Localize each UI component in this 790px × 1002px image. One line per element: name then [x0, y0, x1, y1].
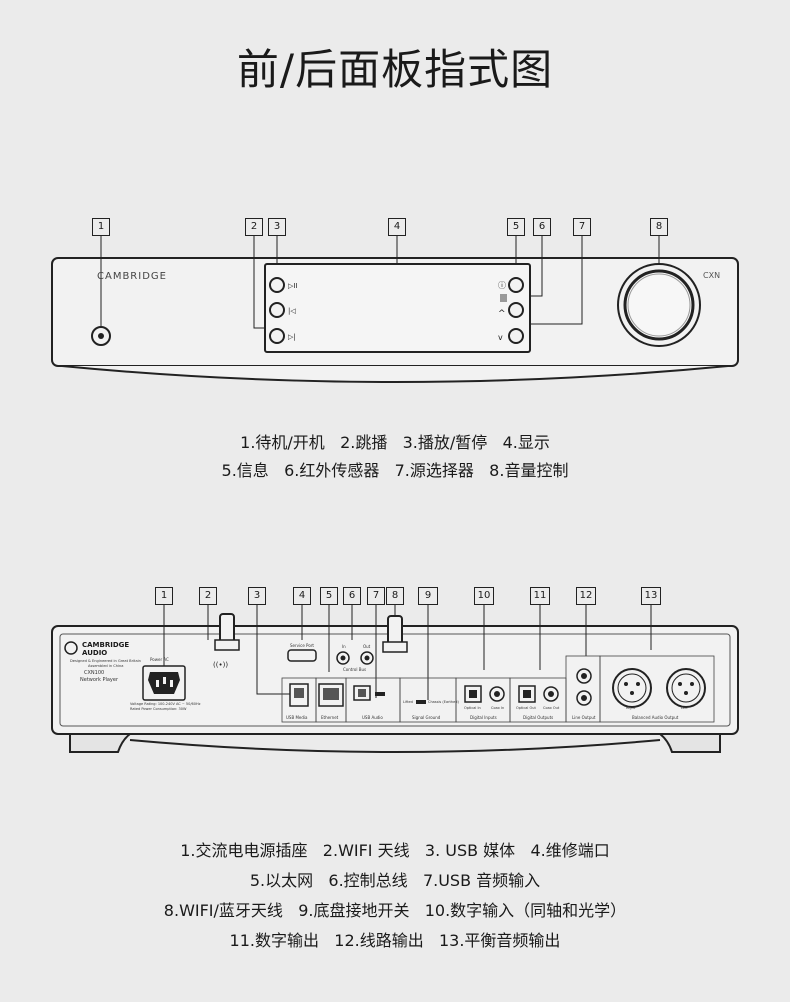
- left-label: Left: [681, 706, 688, 710]
- ethernet-label: Ethernet: [321, 715, 339, 720]
- rear-legend-item: 12.线路输出: [334, 931, 424, 950]
- usb-media-label: USB Media: [286, 715, 308, 720]
- front-legend-item: 2.跳播: [340, 433, 388, 452]
- rear-callout-2: 2: [199, 587, 217, 605]
- rear-callout-10: 10: [474, 587, 494, 605]
- coax-in-label: Coax In: [491, 706, 505, 710]
- rear-legend: 1.交流电电源插座 2.WIFI 天线 3. USB 媒体 4.维修端口 5.以…: [0, 836, 790, 956]
- svg-text:|◁: |◁: [288, 307, 296, 315]
- rear-legend-row-1: 1.交流电电源插座 2.WIFI 天线 3. USB 媒体 4.维修端口: [0, 836, 790, 866]
- front-callout-1: 1: [92, 218, 110, 236]
- front-model-badge: CXN: [703, 271, 721, 280]
- rear-callout-7: 7: [367, 587, 385, 605]
- front-callout-4: 4: [388, 218, 406, 236]
- front-legend-item: 1.待机/开机: [240, 433, 325, 452]
- page-title: 前/后面板指式图: [236, 45, 554, 94]
- front-legend-row-2: 5.信息 6.红外传感器 7.源选择器 8.音量控制: [0, 457, 790, 485]
- rear-brand-line1: CAMBRIDGE: [82, 641, 130, 649]
- digital-outputs-label: Digital Outputs: [523, 715, 554, 720]
- rear-legend-row-3: 8.WIFI/蓝牙天线 9.底盘接地开关 10.数字输入（同轴和光学）: [0, 896, 790, 926]
- front-brand-logo: CAMBRIDGE: [97, 271, 167, 282]
- rear-legend-item: 2.WIFI 天线: [322, 841, 410, 860]
- rear-callout-13: 13: [641, 587, 661, 605]
- rated-power: Rated Power Consumption: 30W: [130, 707, 187, 711]
- rear-legend-row-2: 5.以太网 6.控制总线 7.USB 音频输入: [0, 866, 790, 896]
- service-port-label: Service Port: [290, 643, 314, 648]
- front-legend: 1.待机/开机 2.跳播 3.播放/暂停 4.显示 5.信息 6.红外传感器 7…: [0, 429, 790, 485]
- front-legend-item: 6.红外传感器: [284, 461, 380, 480]
- control-bus-label: Control Bus: [343, 667, 367, 672]
- chassis-earthed-label: Chassis (Earthed): [428, 700, 459, 704]
- rear-model-desc: Network Player: [80, 677, 119, 683]
- rear-designed-line1: Designed & Engineered in Great Britain: [70, 659, 141, 663]
- svg-text:v: v: [498, 333, 503, 342]
- front-legend-item: 5.信息: [221, 461, 269, 480]
- svg-text:▷II: ▷II: [288, 282, 298, 290]
- front-callout-3: 3: [268, 218, 286, 236]
- rear-legend-item: 3. USB 媒体: [424, 841, 516, 860]
- lifted-label: Lifted: [403, 700, 413, 704]
- rear-callout-3: 3: [248, 587, 266, 605]
- rear-legend-item: 5.以太网: [249, 871, 314, 890]
- rear-legend-item: 13.平衡音频输出: [438, 931, 561, 950]
- svg-text:ⓘ: ⓘ: [498, 281, 506, 290]
- right-label: Right: [626, 706, 636, 710]
- rear-callout-5: 5: [320, 587, 338, 605]
- front-legend-item: 8.音量控制: [489, 461, 569, 480]
- rear-legend-row-4: 11.数字输出 12.线路输出 13.平衡音频输出: [0, 926, 790, 956]
- rear-legend-item: 11.数字输出: [229, 931, 319, 950]
- svg-text:((•)): ((•)): [213, 661, 228, 669]
- front-callout-6: 6: [533, 218, 551, 236]
- coax-out-label: Coax Out: [543, 706, 560, 710]
- rear-legend-item: 7.USB 音频输入: [422, 871, 541, 890]
- rear-callout-9: 9: [418, 587, 438, 605]
- svg-text:▷|: ▷|: [288, 333, 296, 341]
- rear-callout-12: 12: [576, 587, 596, 605]
- rear-callout-11: 11: [530, 587, 550, 605]
- rear-brand-line2: AUDIO: [82, 649, 108, 657]
- front-callout-2: 2: [245, 218, 263, 236]
- front-callout-8: 8: [650, 218, 668, 236]
- front-panel-drawing: ▷II |◁ ▷| ⓘ ^ v: [51, 236, 739, 383]
- rear-legend-item: 6.控制总线: [328, 871, 408, 890]
- front-legend-item: 3.播放/暂停: [402, 433, 488, 452]
- balanced-output-label: Balanced Audio Output: [632, 715, 679, 720]
- rear-legend-item: 8.WIFI/蓝牙天线: [163, 901, 283, 920]
- rear-designed-line2: Assembled in China: [88, 664, 124, 668]
- optical-in-label: Optical In: [464, 706, 481, 710]
- voltage-rating: Voltage Rating: 100-240V AC ~ 50/60Hz: [130, 702, 201, 706]
- rear-callout-8: 8: [386, 587, 404, 605]
- rear-legend-item: 10.数字输入（同轴和光学）: [424, 901, 627, 920]
- line-output-label: Line Output: [572, 715, 596, 720]
- rear-panel-drawing: ((•)): [51, 605, 739, 753]
- front-legend-item: 4.显示: [502, 433, 550, 452]
- rear-legend-item: 4.维修端口: [530, 841, 610, 860]
- rear-legend-item: 9.底盘接地开关: [298, 901, 410, 920]
- signal-ground-label: Signal Ground: [412, 715, 441, 720]
- rear-callout-6: 6: [343, 587, 361, 605]
- front-callout-5: 5: [507, 218, 525, 236]
- usb-audio-label: USB Audio: [362, 715, 383, 720]
- digital-inputs-label: Digital Inputs: [470, 715, 497, 720]
- front-legend-item: 7.源选择器: [394, 461, 474, 480]
- rear-legend-item: 1.交流电电源插座: [180, 841, 308, 860]
- front-legend-row-1: 1.待机/开机 2.跳播 3.播放/暂停 4.显示: [0, 429, 790, 457]
- rear-callout-1: 1: [155, 587, 173, 605]
- power-ac-label: Power AC: [150, 657, 169, 662]
- rear-model: CXN100: [84, 670, 105, 676]
- front-callout-7: 7: [573, 218, 591, 236]
- svg-text:^: ^: [498, 309, 506, 319]
- rear-callout-4: 4: [293, 587, 311, 605]
- control-out-label: Out: [363, 644, 371, 649]
- control-in-label: In: [342, 644, 346, 649]
- optical-out-label: Optical Out: [516, 706, 536, 710]
